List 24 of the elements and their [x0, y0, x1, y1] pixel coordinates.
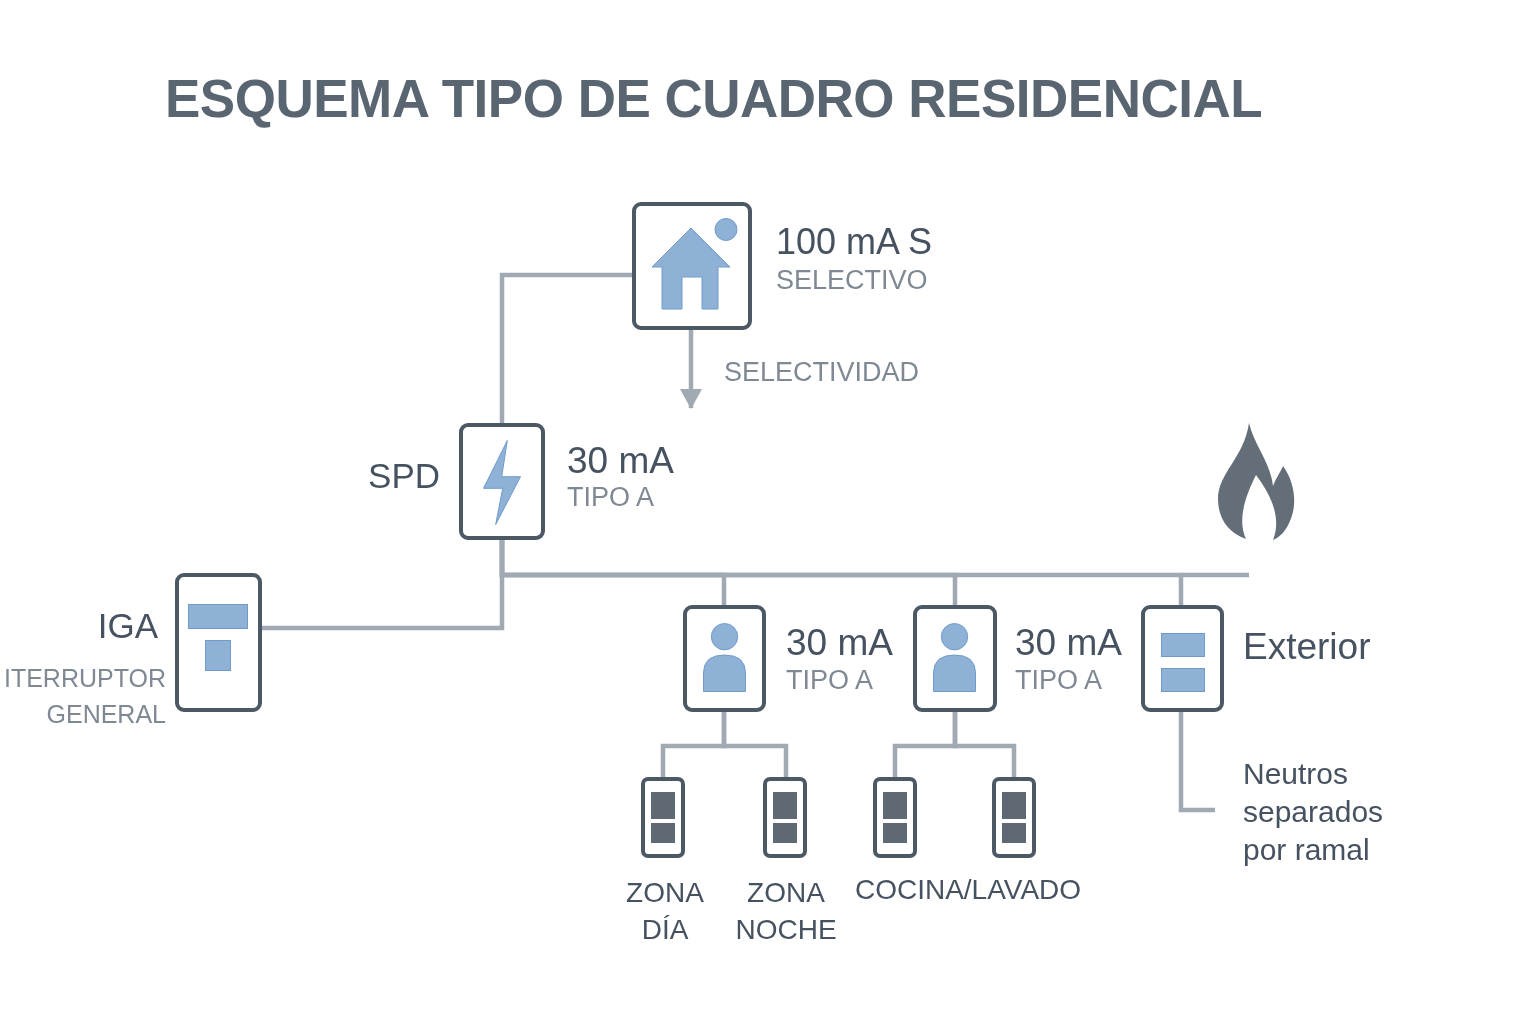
device-label: 30 mA	[1015, 621, 1122, 664]
device-label: Exterior	[1243, 625, 1371, 668]
device-caption: SELECTIVO	[776, 265, 928, 296]
circuit-label: ZONA DÍA	[625, 876, 705, 947]
device-label: IGA	[96, 606, 158, 646]
diagram-title: ESQUEMA TIPO DE CUADRO RESIDENCIAL	[165, 68, 1263, 129]
circuit-label: COCINA/LAVADO	[853, 874, 1083, 906]
connector-line	[499, 272, 632, 423]
note-text: Neutros separados por ramal	[1243, 756, 1385, 868]
breaker-box	[992, 777, 1036, 858]
connector-line	[1178, 712, 1215, 813]
connector-line	[952, 712, 1017, 777]
device-label: 100 mA S	[776, 221, 933, 262]
connector-line	[499, 540, 1184, 605]
circuit-label: ZONA NOCHE	[734, 876, 838, 947]
device-caption: TIPO A	[567, 482, 655, 513]
device-caption: TIPO A	[786, 665, 874, 696]
breaker-box	[873, 777, 917, 858]
connector-line	[721, 712, 789, 777]
device-caption: ITERRUPTOR GENERAL	[2, 663, 166, 730]
device-label: 30 mA	[786, 621, 893, 664]
device-caption: TIPO A	[1015, 665, 1103, 696]
device-label: SPD	[367, 456, 440, 496]
device-label: 30 mA	[567, 439, 674, 482]
